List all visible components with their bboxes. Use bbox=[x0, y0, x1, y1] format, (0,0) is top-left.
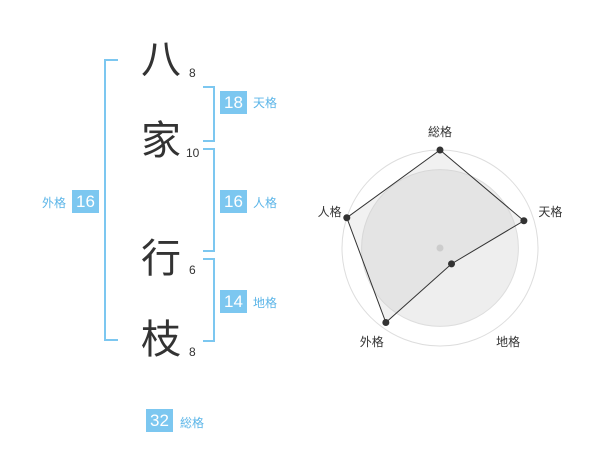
chikaku-bracket bbox=[203, 258, 215, 342]
radar-point bbox=[343, 214, 351, 222]
radar-point bbox=[436, 146, 444, 154]
radar-point bbox=[448, 260, 456, 268]
jinkaku-label: 人格 bbox=[253, 196, 278, 210]
gaikaku-value: 16 bbox=[72, 190, 99, 213]
radar-point bbox=[382, 319, 390, 327]
chikaku-value: 14 bbox=[220, 290, 247, 313]
stroke-count-3: 6 bbox=[189, 263, 196, 277]
stroke-count-4: 8 bbox=[189, 345, 196, 359]
radar-axis-label: 地格 bbox=[496, 334, 520, 349]
jinkaku-value: 16 bbox=[220, 190, 247, 213]
gaikaku-bracket bbox=[104, 59, 118, 341]
tenkaku-value: 18 bbox=[220, 91, 247, 114]
radar-point bbox=[520, 217, 528, 225]
name-char-4: 枝 bbox=[141, 317, 181, 363]
name-char-1: 八 bbox=[141, 37, 181, 83]
soukaku-label: 総格 bbox=[180, 416, 205, 430]
name-char-3: 行 bbox=[141, 236, 181, 282]
stroke-count-1: 8 bbox=[189, 66, 196, 80]
radar-axis-label: 外格 bbox=[360, 334, 384, 349]
soukaku-value: 32 bbox=[146, 409, 173, 432]
tenkaku-label: 天格 bbox=[253, 96, 278, 110]
chikaku-label: 地格 bbox=[253, 296, 278, 310]
radar-polygon bbox=[346, 149, 525, 324]
stroke-count-2: 10 bbox=[186, 146, 200, 160]
gaikaku-label: 外格 bbox=[42, 196, 67, 210]
name-char-2: 家 bbox=[141, 118, 181, 164]
radar-axis-label: 人格 bbox=[318, 204, 342, 219]
radar-axis-label: 天格 bbox=[538, 204, 562, 219]
radar-center bbox=[436, 244, 444, 252]
radar-axis-label: 総格 bbox=[428, 124, 452, 139]
tenkaku-bracket bbox=[203, 86, 215, 142]
jinkaku-bracket bbox=[203, 148, 215, 252]
